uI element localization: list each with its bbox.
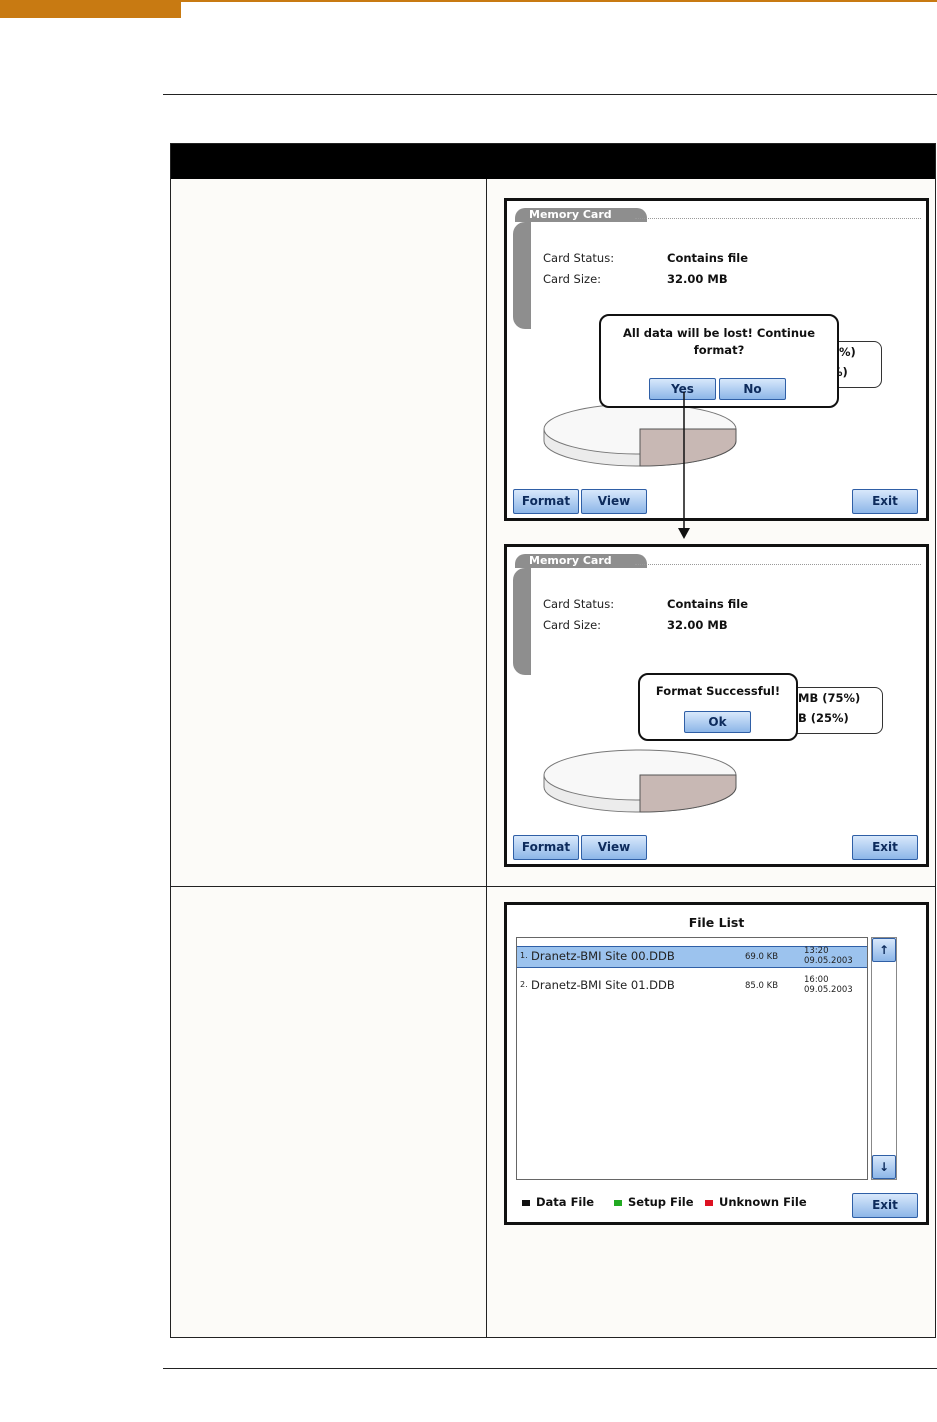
legend-free: B (25%) [798, 711, 849, 725]
exit-button[interactable]: Exit [852, 489, 918, 514]
screen-tab-title: Memory Card [515, 554, 647, 568]
file-index: 1. [520, 951, 528, 960]
scroll-up-button[interactable]: ↑ [872, 938, 896, 962]
file-date: 09.05.2003 [804, 985, 853, 995]
usage-pie-chart [543, 749, 737, 813]
transition-arrow [678, 392, 690, 539]
file-date: 09.05.2003 [804, 956, 853, 966]
side-bar [513, 222, 531, 329]
pie-used-slice [639, 428, 737, 467]
format-button[interactable]: Format [513, 489, 579, 514]
title-divider [635, 564, 921, 565]
legend-label: Data File [536, 1195, 595, 1209]
legend-data-file: Data File [522, 1195, 594, 1209]
usage-pie-chart [543, 403, 737, 467]
file-row[interactable]: 2. Dranetz-BMI Site 01.DDB 85.0 KB 16:00… [517, 975, 867, 998]
card-status-value: Contains file [667, 251, 749, 265]
card-size-label: Card Size: [543, 272, 602, 286]
header-rule [163, 94, 937, 95]
no-button[interactable]: No [719, 378, 786, 400]
file-index: 2. [520, 980, 528, 989]
format-confirm-dialog: All data will be lost! Continue format? … [599, 314, 839, 408]
file-list-screen: File List 1. Dranetz-BMI Site 00.DDB 69.… [504, 902, 929, 1225]
card-status-value: Contains file [667, 597, 749, 611]
scroll-down-button[interactable]: ↓ [872, 1155, 896, 1179]
header-accent-tab [0, 0, 181, 18]
exit-button[interactable]: Exit [852, 1193, 918, 1218]
memory-card-screen-success: Memory Card Card Status: Contains file C… [504, 544, 929, 867]
format-success-dialog: Format Successful! Ok [638, 673, 798, 741]
card-size-label: Card Size: [543, 618, 602, 632]
legend-setup-file: Setup File [614, 1195, 694, 1209]
format-button[interactable]: Format [513, 835, 579, 860]
file-list-box: 1. Dranetz-BMI Site 00.DDB 69.0 KB 13:20… [516, 937, 868, 1180]
memory-card-screen-confirm: Memory Card Card Status: Contains file C… [504, 198, 929, 521]
pie-used-slice [639, 774, 737, 813]
file-row-selected[interactable]: 1. Dranetz-BMI Site 00.DDB 69.0 KB 13:20… [517, 946, 867, 968]
screen-tab-title: Memory Card [515, 208, 647, 222]
row-divider [171, 886, 935, 887]
file-size: 85.0 KB [745, 981, 779, 991]
legend-label: Unknown File [719, 1195, 807, 1209]
view-button[interactable]: View [581, 489, 647, 514]
unknown-file-swatch [705, 1200, 713, 1206]
file-list-title: File List [688, 915, 745, 930]
footer-rule [163, 1368, 937, 1369]
file-list-scrollbar[interactable]: ↑ ↓ [871, 937, 897, 1180]
legend-label: Setup File [628, 1195, 694, 1209]
legend-used: MB (75%) [798, 691, 861, 705]
column-divider [486, 179, 487, 1337]
ok-button[interactable]: Ok [684, 711, 751, 733]
exit-button[interactable]: Exit [852, 835, 918, 860]
side-bar [513, 568, 531, 675]
legend-unknown-file: Unknown File [705, 1195, 807, 1209]
file-time: 13:20 [804, 946, 829, 956]
setup-file-swatch [614, 1200, 622, 1206]
file-name: Dranetz-BMI Site 01.DDB [531, 978, 675, 992]
header-accent-line [181, 0, 937, 2]
dialog-message: Format Successful! [655, 684, 781, 698]
file-name: Dranetz-BMI Site 00.DDB [531, 949, 675, 963]
card-size-value: 32.00 MB [667, 272, 728, 286]
data-file-swatch [522, 1200, 530, 1206]
card-status-label: Card Status: [543, 251, 615, 265]
card-status-label: Card Status: [543, 597, 615, 611]
yes-button[interactable]: Yes [649, 378, 716, 400]
table-header [171, 144, 935, 179]
view-button[interactable]: View [581, 835, 647, 860]
dialog-message: All data will be lost! Continue format? [622, 326, 816, 357]
title-divider [635, 218, 921, 219]
card-size-value: 32.00 MB [667, 618, 728, 632]
file-time: 16:00 [804, 975, 829, 985]
file-size: 69.0 KB [745, 952, 779, 962]
